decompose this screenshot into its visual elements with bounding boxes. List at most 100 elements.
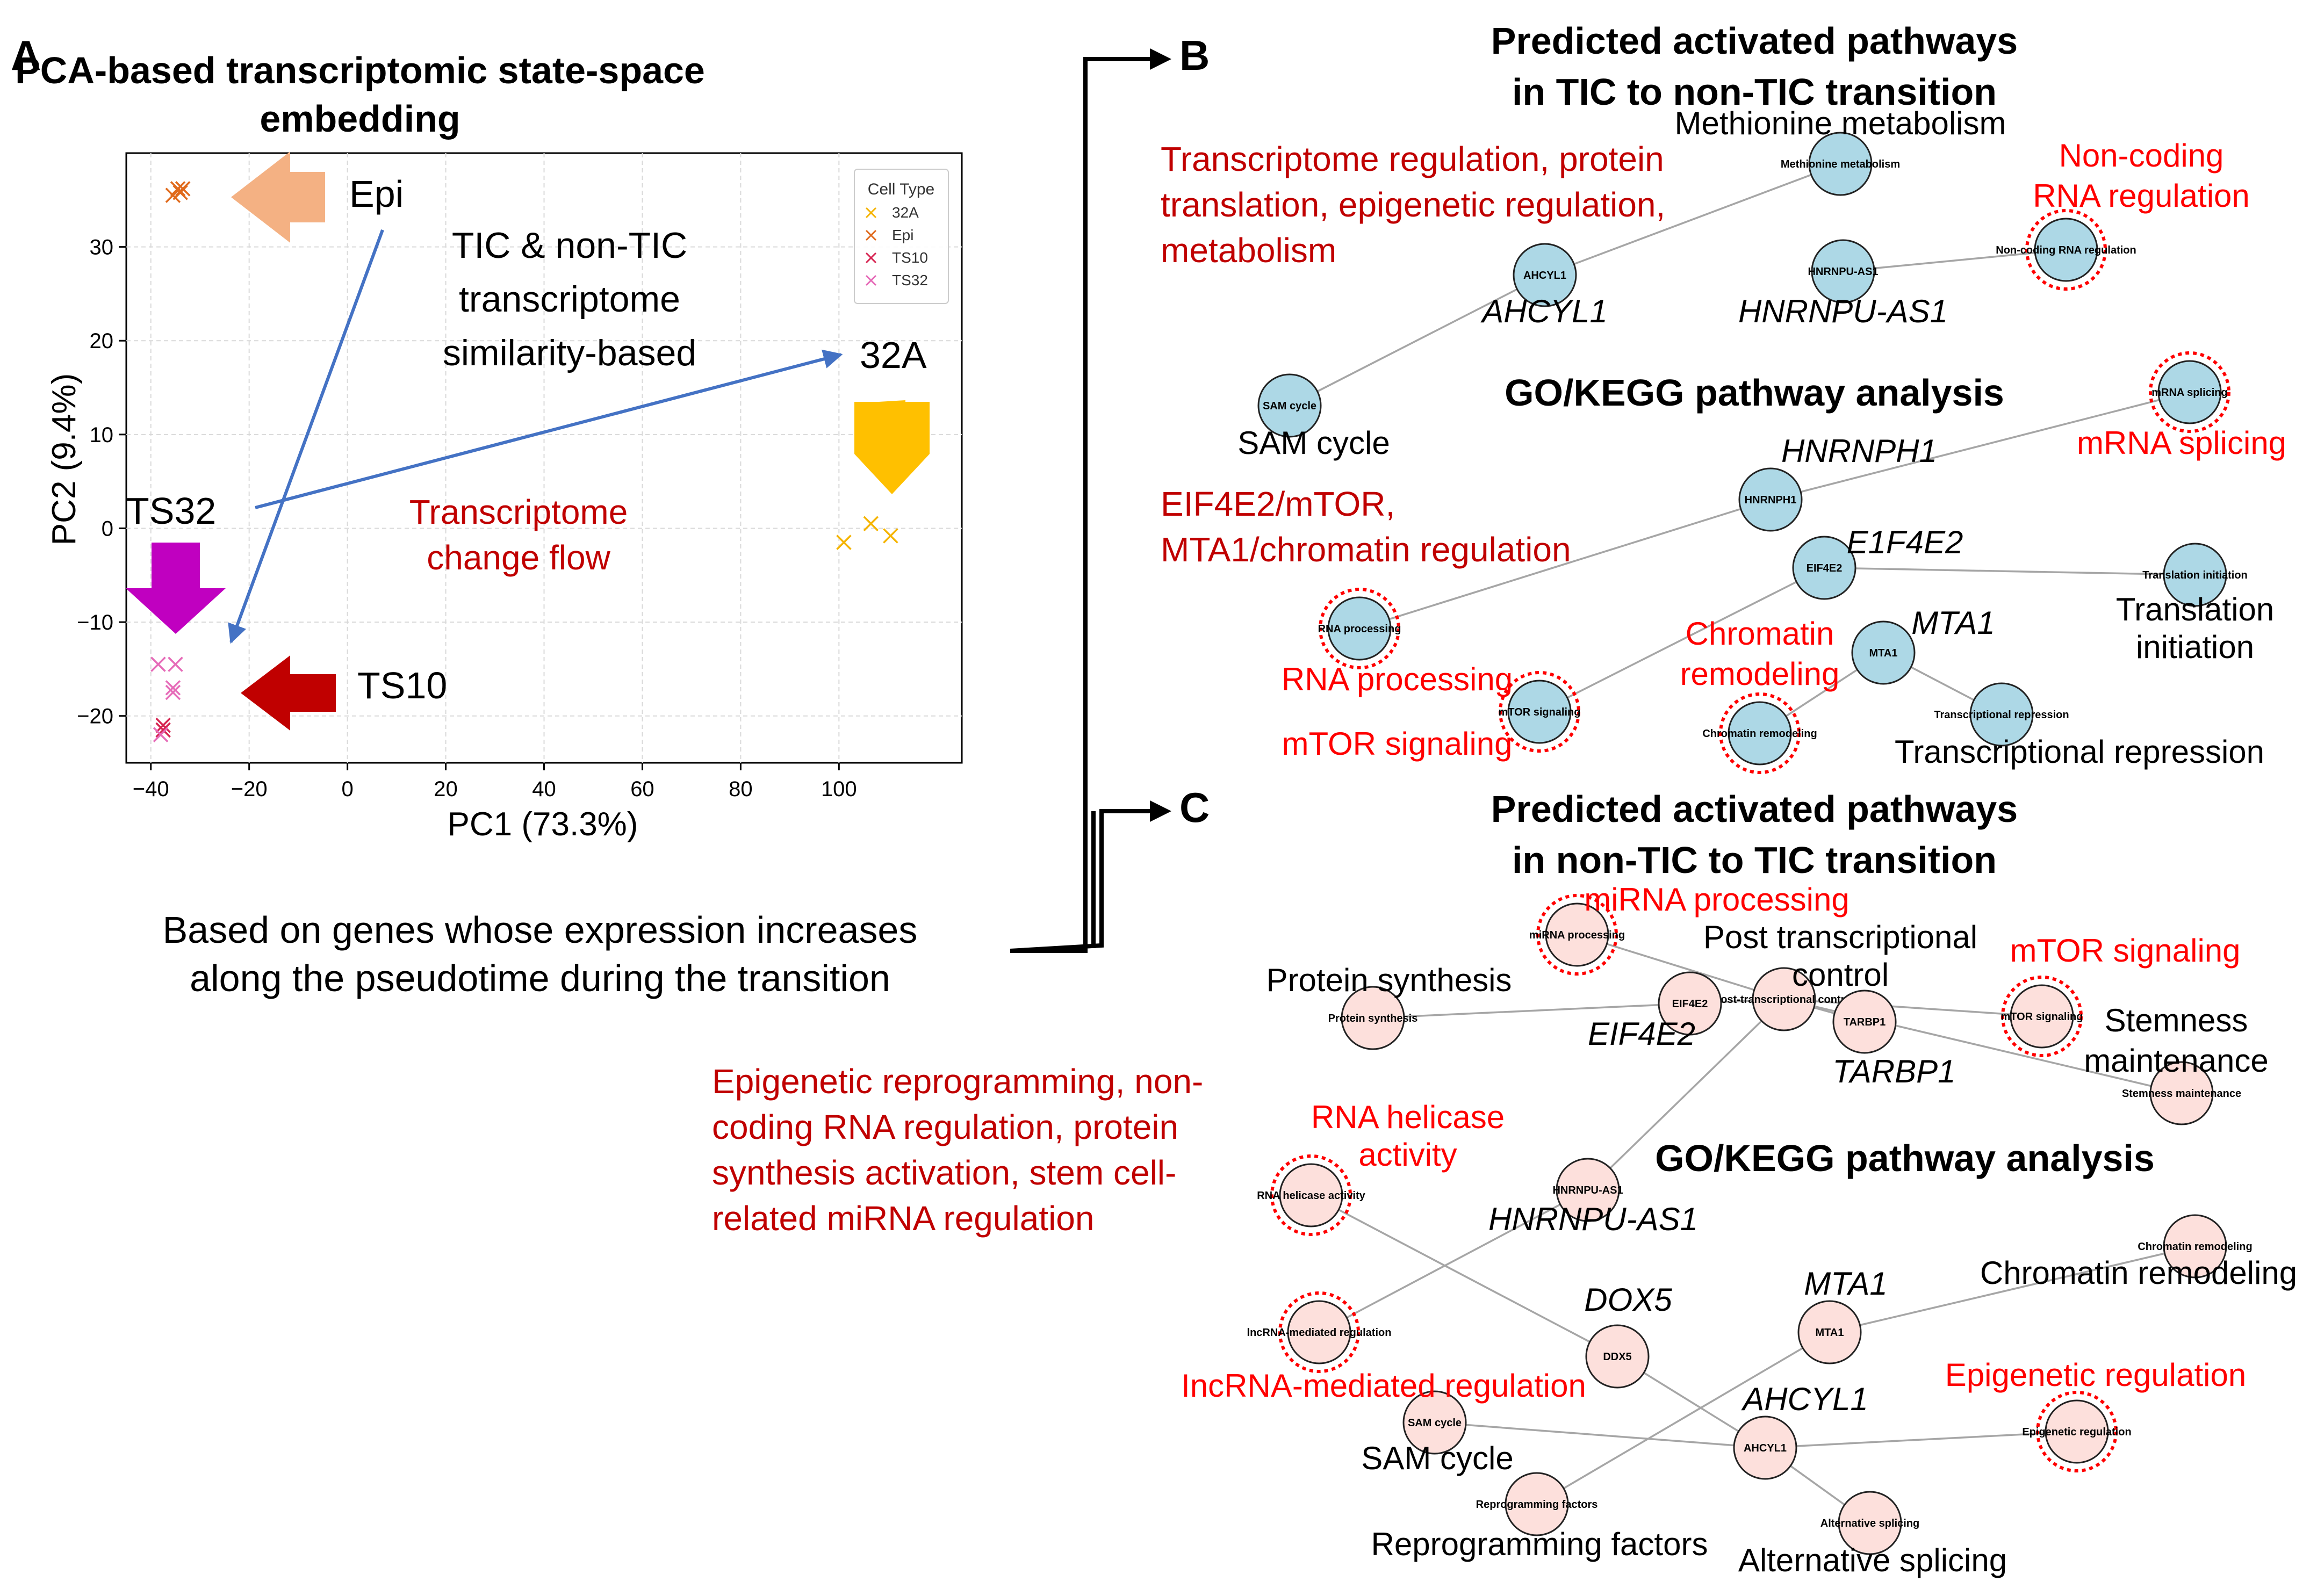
marker-ts32 (165, 684, 181, 700)
panel-b-annot2-line2: MTA1/chromatin regulation (1161, 530, 1571, 569)
node-tarbp1: TARBP1 (1832, 990, 1897, 1054)
node-inner-label: lncRNA-mediated regulation (1247, 1327, 1392, 1339)
network-label: EIF4E2 (1588, 1016, 1695, 1052)
y-tick-label: −20 (77, 705, 113, 728)
legend-entry-label: 32A (892, 204, 919, 221)
node-inner-label: SAM cycle (1408, 1417, 1462, 1429)
panel-a-letter: A (11, 32, 41, 79)
network-edge (1843, 249, 2067, 272)
node-inner-label: RNA helicase activity (1257, 1190, 1365, 1202)
node-eif4e2: EIF4E2 (1792, 536, 1856, 600)
node-mtor: mTOR signaling (1499, 671, 1580, 753)
node-protsyn: Protein synthesis (1328, 986, 1417, 1050)
network-label: Epigenetic regulation (1945, 1357, 2246, 1393)
node-inner-label: DDX5 (1603, 1351, 1631, 1363)
panel-b-annot2-line1: EIF4E2/mTOR, (1161, 485, 1395, 523)
node-hnrnpu_c: HNRNPU-AS1 (1552, 1158, 1623, 1222)
node-inner-label: Chromatin remodeling (1702, 728, 1817, 740)
node-mtorc: mTOR signaling (2001, 976, 2083, 1057)
network-label: Protein synthesis (1266, 962, 1512, 998)
panel-a: A PCA-based transcriptomic state-space e… (11, 32, 963, 999)
node-sam: SAM cycle (1257, 373, 1322, 438)
panel-b-annot1-line3: metabolism (1161, 231, 1336, 270)
node-ahcyl1: AHCYL1 (1513, 243, 1577, 307)
network-edge (1783, 998, 2042, 1017)
x-axis-label: PC1 (73.3%) (448, 806, 638, 843)
node-epireg: Epigenetic regulation (2022, 1391, 2132, 1472)
panel-c-letter: C (1179, 784, 1210, 831)
panel-c-annotation: Epigenetic reprogramming, non- coding RN… (712, 1062, 1203, 1238)
network-edge (1577, 934, 1784, 1000)
network-label: HNRNPU-AS1 (1738, 293, 1948, 329)
network-edge (1289, 274, 1545, 407)
legend-title: Cell Type (868, 180, 935, 198)
node-stemness: Stemness maintenance (2122, 1061, 2241, 1125)
network-edge (1359, 499, 1771, 630)
network-label: miRNA processing (1584, 882, 1850, 918)
data-markers (150, 181, 898, 742)
y-tick-label: 0 (102, 517, 113, 540)
panel-b-annotation-1: Transcriptome regulation, protein transl… (1161, 140, 1665, 270)
network-label: mTOR signaling (2010, 933, 2240, 969)
node-inner-label: MTA1 (1816, 1327, 1844, 1339)
network-label: TARBP1 (1833, 1053, 1956, 1089)
node-chromatin: Chromatin remodeling (1702, 692, 1817, 774)
network-label: mTOR signaling (1282, 726, 1512, 762)
panel-a-title-line1: PCA-based transcriptomic state-space (15, 49, 705, 91)
node-mta1: MTA1 (1851, 620, 1916, 685)
panel-c-annot-line4: related miRNA regulation (712, 1199, 1094, 1238)
node-inner-label: Non-coding RNA regulation (1996, 244, 2136, 256)
network-label: HNRNPU-AS1 (1488, 1201, 1698, 1237)
network-label: maintenance (2084, 1043, 2269, 1079)
network-label: Reprogramming factors (1371, 1526, 1708, 1562)
panel-c-title-line2: in non-TIC to TIC transition (1512, 839, 1997, 881)
network-label: RNA processing (1282, 661, 1513, 697)
connector-b-arrowhead (1150, 48, 1171, 70)
node-noncoding: Non-coding RNA regulation (1996, 209, 2136, 291)
network-label: remodeling (1680, 656, 1840, 692)
panel-connectors (1010, 48, 1171, 953)
panel-c-go-label: GO/KEGG pathway analysis (1655, 1137, 2155, 1179)
y-tick-label: 30 (90, 236, 114, 259)
node-ahcylc: AHCYL1 (1733, 1416, 1797, 1480)
similarity-line3: similarity-based (443, 333, 696, 373)
panel-b-title-line1: Predicted activated pathways (1491, 20, 2018, 62)
panel-c: C Predicted activated pathways in non-TI… (712, 784, 2297, 1578)
legend-entry-32a: 32A (865, 204, 919, 221)
network-label: Methionine metabolism (1675, 105, 2006, 141)
network-edge (1434, 1421, 1766, 1449)
network-edge (1587, 998, 1785, 1191)
node-mta1c: MTA1 (1797, 1300, 1862, 1364)
network-label: HNRNPH1 (1781, 433, 1937, 469)
node-samc: SAM cycle (1402, 1390, 1467, 1455)
node-inner-label: HNRNPH1 (1745, 494, 1797, 506)
node-mrna: mRNA splicing (2149, 351, 2230, 433)
marker-32a (836, 535, 852, 550)
connector-c-arrowhead (1150, 800, 1171, 822)
network-label: Alternative splicing (1738, 1542, 2007, 1578)
network-label: Chromatin (1686, 616, 1834, 652)
network-edge (1536, 1331, 1830, 1505)
node-inner-label: SAM cycle (1263, 400, 1316, 412)
node-inner-label: Stemness maintenance (2122, 1088, 2241, 1100)
network-label: SAM cycle (1237, 425, 1390, 461)
node-postctrl: Post-transcriptional control (1714, 967, 1854, 1031)
network-label: E1F4E2 (1847, 524, 1963, 560)
note-line2: along the pseudotime during the transiti… (190, 957, 890, 999)
node-inner-label: Alternative splicing (1820, 1518, 1920, 1529)
network-label: MTA1 (1804, 1266, 1888, 1302)
x-tick-label: −20 (231, 777, 268, 801)
x-tick-label: 20 (434, 777, 458, 801)
network-edge (1765, 1431, 2077, 1449)
grid-lines (126, 153, 962, 763)
network-label: MTA1 (1911, 605, 1995, 641)
network-label: IncRNA-mediated regulation (1181, 1368, 1586, 1404)
node-inner-label: HNRNPU-AS1 (1808, 266, 1878, 278)
label-ts10: TS10 (357, 665, 447, 706)
node-rnahel: RNA helicase activity (1257, 1154, 1366, 1236)
node-inner-label: TARBP1 (1844, 1016, 1886, 1028)
